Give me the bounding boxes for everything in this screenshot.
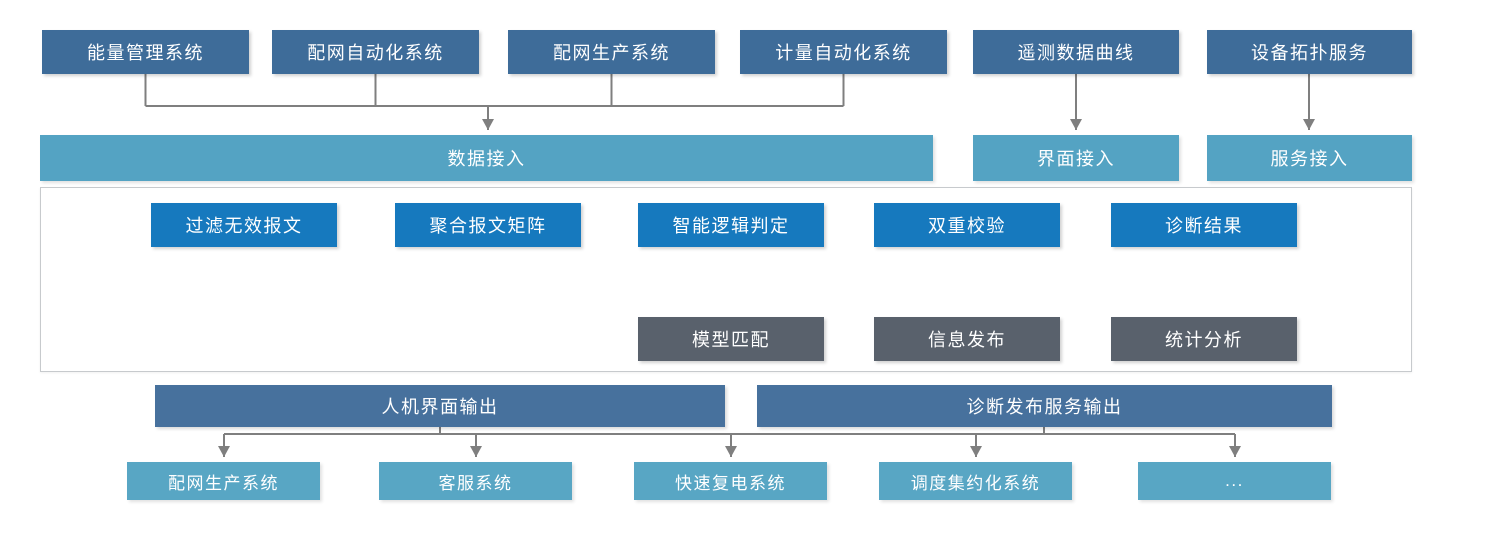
source-telemetry-data-curve: 遥测数据曲线 [973, 30, 1179, 74]
process-intelligent-logic-judgment: 智能逻辑判定 [638, 203, 824, 247]
process-double-verification: 双重校验 [874, 203, 1060, 247]
result-model-matching: 模型匹配 [638, 317, 824, 361]
process-aggregate-message-matrix: 聚合报文矩阵 [395, 203, 581, 247]
diagnosis-publish-output-bar: 诊断发布服务输出 [757, 385, 1332, 427]
process-diagnosis-result: 诊断结果 [1111, 203, 1297, 247]
ui-access-bar: 界面接入 [973, 135, 1179, 181]
consumer-customer-service-system: 客服系统 [379, 462, 572, 500]
consumer-distribution-production-system: 配网生产系统 [127, 462, 320, 500]
consumer-dispatch-centralization-system: 调度集约化系统 [879, 462, 1072, 500]
source-distribution-automation-system: 配网自动化系统 [272, 30, 479, 74]
consumer-more-ellipsis: ... [1138, 462, 1331, 500]
result-info-publishing: 信息发布 [874, 317, 1060, 361]
service-access-bar: 服务接入 [1207, 135, 1412, 181]
source-metering-automation-system: 计量自动化系统 [740, 30, 947, 74]
source-energy-management-system: 能量管理系统 [42, 30, 249, 74]
source-device-topology-service: 设备拓扑服务 [1207, 30, 1412, 74]
result-statistical-analysis: 统计分析 [1111, 317, 1297, 361]
hmi-output-bar: 人机界面输出 [155, 385, 725, 427]
source-distribution-production-system: 配网生产系统 [508, 30, 715, 74]
process-filter-invalid-messages: 过滤无效报文 [151, 203, 337, 247]
data-access-bar: 数据接入 [40, 135, 933, 181]
consumer-fast-power-restoration-system: 快速复电系统 [634, 462, 827, 500]
